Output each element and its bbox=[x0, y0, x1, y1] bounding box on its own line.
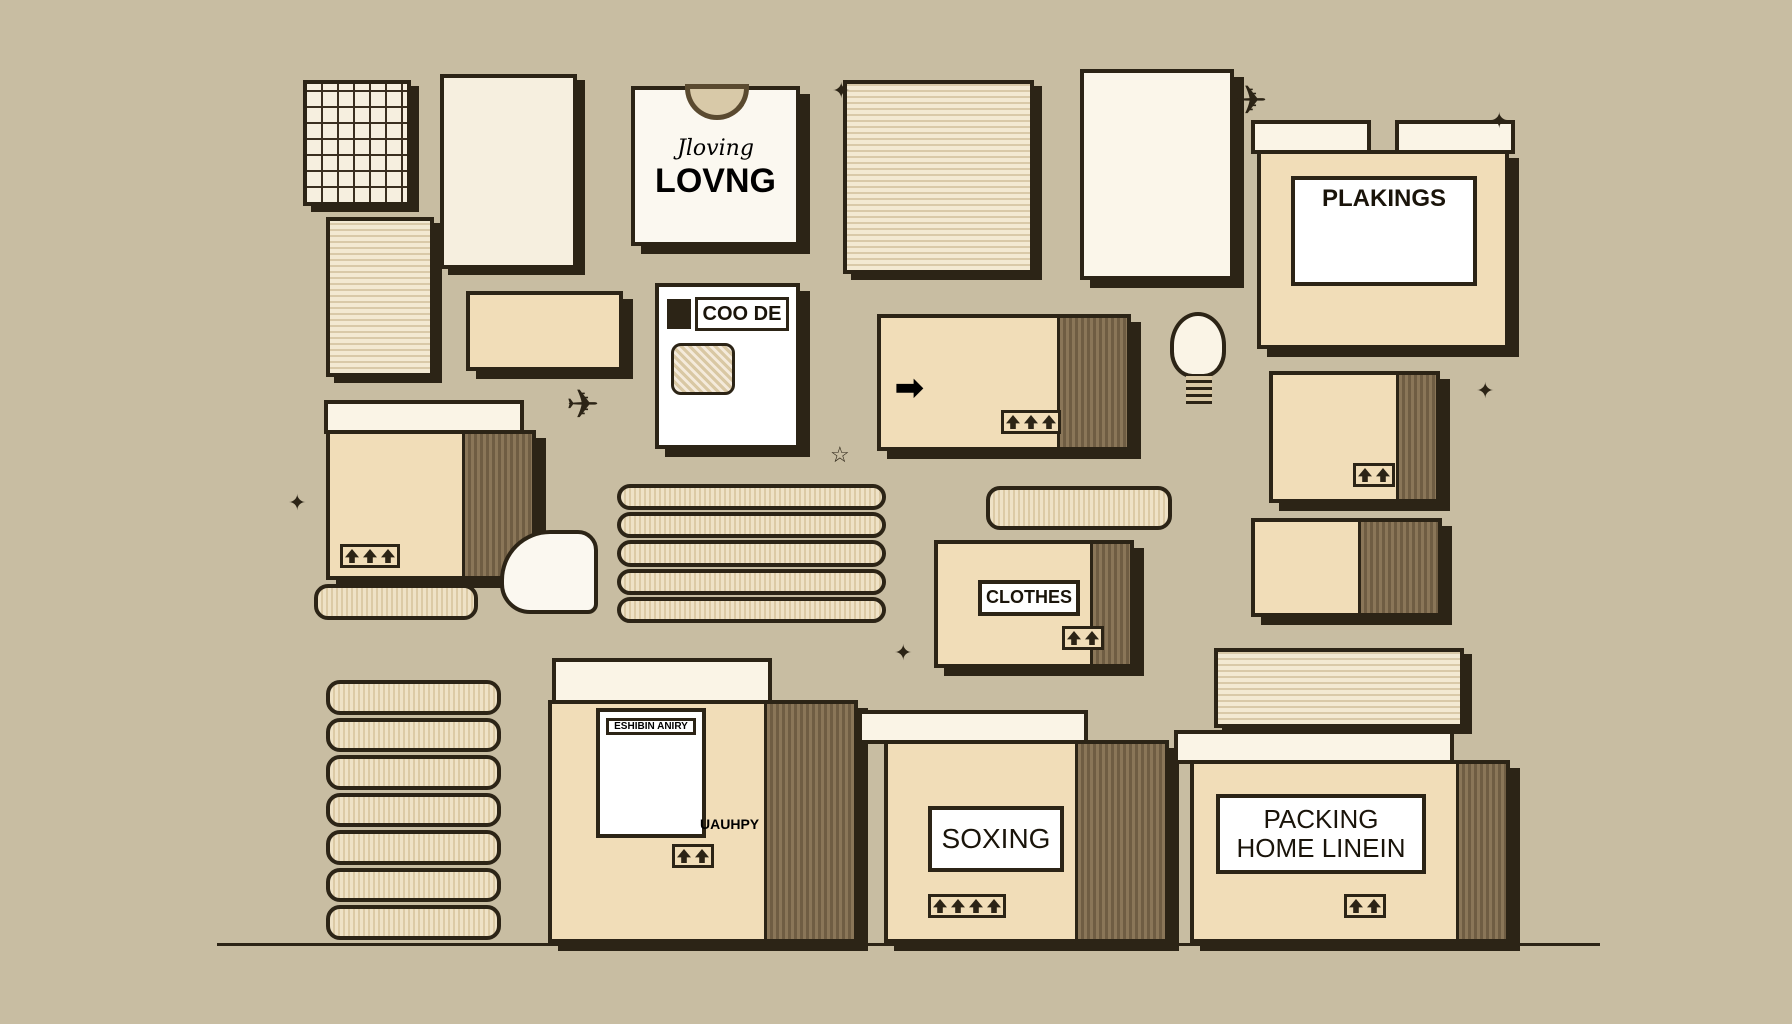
person-icon bbox=[667, 299, 691, 329]
lightbulb-base bbox=[1186, 376, 1212, 404]
folded-pants bbox=[326, 217, 434, 377]
fabric-swatch bbox=[671, 343, 735, 395]
airplane-icon: ✈ bbox=[566, 383, 600, 427]
big-open-box: ESHIBIN ANIRY UAUHPY bbox=[548, 658, 858, 943]
folded-shirt-stack bbox=[843, 80, 1034, 274]
handling-symbols bbox=[1353, 463, 1395, 487]
packing-home-linen-box: PACKING HOME LINEIN bbox=[1174, 730, 1510, 943]
code-document: COO DE bbox=[655, 283, 800, 449]
soxing-label: SOXING bbox=[928, 806, 1064, 872]
packing-text-line2: HOME LINEIN bbox=[1236, 833, 1406, 863]
handling-symbols bbox=[1344, 894, 1386, 918]
box-side-text: UAUHPY bbox=[700, 816, 760, 832]
plaid-shirt bbox=[303, 80, 411, 206]
rolled-blanket bbox=[314, 584, 478, 620]
airplane-icon: ✈ bbox=[1234, 79, 1268, 123]
sneaker bbox=[500, 530, 598, 614]
document-title-text: COO DE bbox=[702, 303, 782, 325]
box-flap bbox=[324, 400, 524, 434]
checked-shirt bbox=[440, 74, 577, 269]
box-side bbox=[764, 704, 854, 939]
tshirt-main-text: LOVNG bbox=[655, 162, 776, 200]
clothes-box: CLOTHES bbox=[934, 540, 1134, 668]
plakings-label: PLAKINGS bbox=[1291, 176, 1477, 286]
arrow-right-icon: ➡ bbox=[895, 369, 924, 407]
soxing-box: SOXING bbox=[858, 710, 1169, 943]
lightbulb-icon bbox=[1170, 312, 1226, 378]
tshirt-script-text: Jloving bbox=[677, 136, 754, 161]
handling-symbols bbox=[1062, 626, 1104, 650]
box-right-two bbox=[1251, 518, 1442, 617]
packing-label: PACKING HOME LINEIN bbox=[1216, 794, 1426, 874]
handling-symbols bbox=[928, 894, 1006, 918]
loving-tshirt: Jloving LOVNG bbox=[631, 84, 800, 246]
small-box bbox=[466, 291, 623, 371]
handling-symbols bbox=[340, 544, 400, 568]
handling-symbols bbox=[1001, 410, 1061, 434]
box-side bbox=[1456, 764, 1506, 939]
box-side bbox=[1358, 522, 1438, 613]
sparkle-icon: ✦ bbox=[832, 78, 851, 103]
soxing-text: SOXING bbox=[941, 822, 1051, 854]
box-side bbox=[1075, 744, 1165, 939]
clothes-text: CLOTHES bbox=[985, 587, 1072, 608]
handling-symbols bbox=[672, 844, 714, 868]
sparkle-icon: ✦ bbox=[288, 490, 307, 515]
box-flap bbox=[1395, 120, 1515, 154]
tag-title: ESHIBIN ANIRY bbox=[606, 718, 696, 735]
folded-towel-stack bbox=[617, 484, 886, 624]
tshirt-collar bbox=[685, 84, 749, 120]
document-title: COO DE bbox=[695, 297, 789, 331]
sparkle-icon: ✦ bbox=[1490, 108, 1509, 133]
open-box-left bbox=[324, 400, 536, 580]
box-flap bbox=[1251, 120, 1371, 154]
taped-box: ➡ bbox=[877, 314, 1131, 451]
sparkle-icon: ✦ bbox=[1476, 378, 1495, 403]
shipping-tag: ESHIBIN ANIRY bbox=[596, 708, 706, 838]
tied-linen-stack bbox=[326, 680, 501, 941]
ground-line bbox=[217, 943, 1600, 946]
sparkle-icon: ✦ bbox=[894, 640, 913, 665]
folded-linen-top bbox=[1214, 648, 1464, 728]
white-shirt-box bbox=[1080, 69, 1234, 280]
packing-text-line1: PACKING bbox=[1263, 804, 1379, 835]
plakings-text: PLAKINGS bbox=[1321, 185, 1446, 212]
star-icon: ☆ bbox=[830, 442, 850, 467]
box-side bbox=[1396, 375, 1436, 499]
box-flap bbox=[858, 710, 1088, 744]
box-flap bbox=[552, 658, 772, 704]
plakings-box: PLAKINGS bbox=[1251, 120, 1515, 349]
box-side bbox=[1057, 318, 1127, 447]
clothes-label: CLOTHES bbox=[978, 580, 1080, 616]
labeled-box-right bbox=[1269, 371, 1440, 503]
rolled-rug bbox=[986, 486, 1172, 530]
box-flap bbox=[1174, 730, 1454, 764]
